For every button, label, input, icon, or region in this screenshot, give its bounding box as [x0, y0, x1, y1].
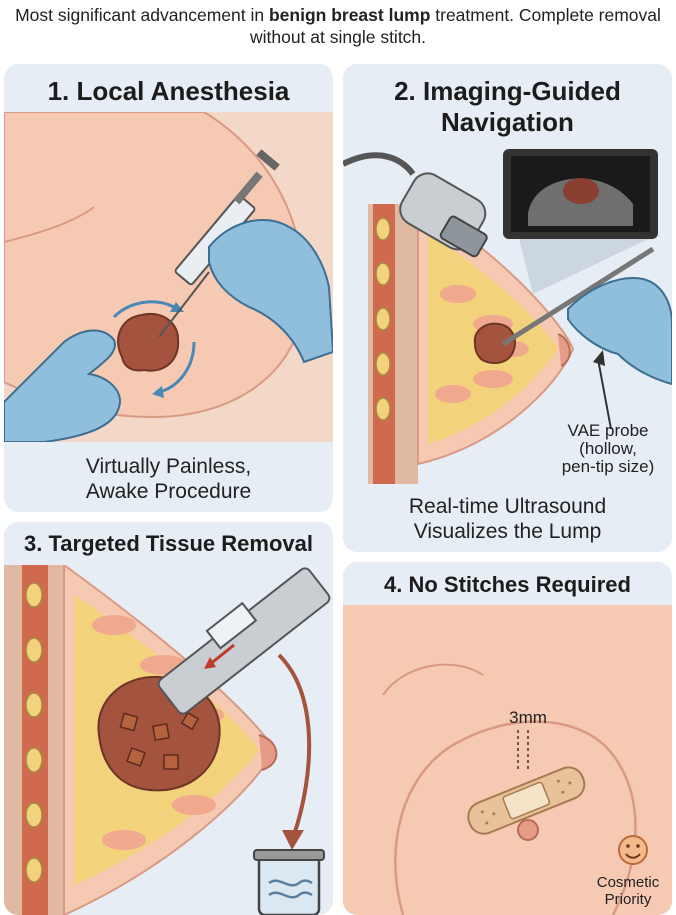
probe-label-line1: VAE probe: [567, 421, 649, 440]
panel-1-title: 1. Local Anesthesia: [47, 76, 290, 106]
panel-no-stitches: 4. No Stitches Required 3mm Cosmetic Pri…: [343, 562, 672, 915]
panel-targeted-removal: 3. Targeted Tissue Removal: [4, 522, 333, 915]
suction-probe-icon: [157, 567, 331, 715]
measure-label: 3mm: [509, 708, 547, 727]
imaging-illustration: [343, 149, 672, 484]
lump-shape: [117, 312, 180, 372]
cosmetic-label-line1: Cosmetic: [596, 874, 660, 891]
probe-label-line2: (hollow,: [579, 439, 637, 458]
gloved-hand-icon-left: [4, 329, 121, 442]
lump-shape: [473, 322, 516, 365]
panel-1-caption-line2: Awake Procedure: [85, 480, 252, 503]
no-stitches-illustration: [343, 605, 672, 915]
monitor-icon: [503, 149, 658, 239]
panel-4-title: 4. No Stitches Required: [384, 572, 631, 597]
panel-1-caption-line1: Virtually Painless,: [85, 455, 252, 478]
header-bold: benign breast lump: [268, 5, 431, 25]
panel-2-caption-line1: Real-time Ultrasound: [408, 495, 607, 518]
header-prefix: Most significant advancement in: [15, 5, 269, 25]
panel-2-title-line2: Navigation: [441, 107, 574, 137]
gloved-hand-icon: [208, 218, 333, 364]
probe-label-line3: pen-tip size): [561, 457, 655, 476]
panel-2-caption-line2: Visualizes the Lump: [413, 520, 602, 543]
ultrasound-probe-icon: [399, 172, 488, 258]
smiley-icon: [618, 835, 648, 865]
cosmetic-label-line2: Priority: [604, 891, 652, 908]
panel-imaging-guided: 2. Imaging-Guided Navigation: [343, 64, 672, 552]
vae-probe-needle: [501, 246, 655, 347]
panel-2-title-line1: 2. Imaging-Guided: [394, 76, 621, 106]
bandage-icon: [467, 766, 586, 835]
collection-canister-icon: [253, 849, 325, 915]
gloved-hand-icon: [567, 277, 672, 386]
anesthesia-illustration: [4, 112, 333, 442]
panel-3-title: 3. Targeted Tissue Removal: [24, 531, 313, 556]
header-text: Most significant advancement in benign b…: [0, 4, 676, 48]
header-suffix: treatment. Complete removal without at s…: [249, 5, 661, 47]
panel-local-anesthesia: 1. Local Anesthesia Virtually Painless, …: [4, 64, 333, 512]
removal-illustration: [4, 565, 331, 915]
